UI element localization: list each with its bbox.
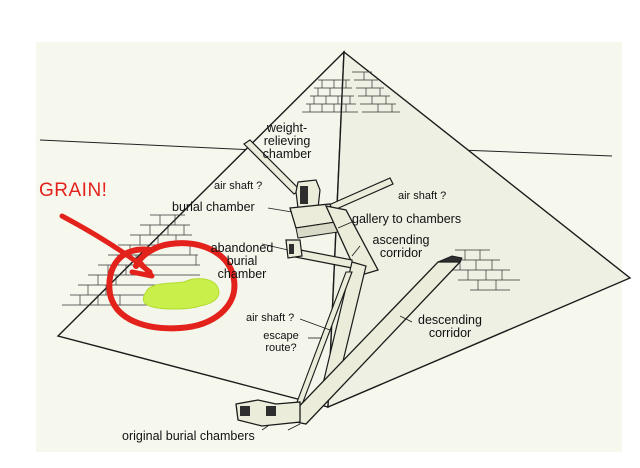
grain-annotation-label: GRAIN! bbox=[39, 180, 107, 202]
label-air-shaft-right: air shaft ? bbox=[398, 190, 446, 202]
label-air-shaft-lower: air shaft ? bbox=[246, 312, 294, 324]
horizon-line-left bbox=[40, 140, 255, 150]
label-descending-corridor: descending corridor bbox=[408, 314, 492, 340]
label-burial-chamber: burial chamber bbox=[172, 201, 255, 214]
red-arrow-shaft bbox=[62, 216, 150, 272]
label-weight-relieving-chamber: weight- relieving chamber bbox=[252, 122, 322, 161]
label-escape-route: escape route? bbox=[256, 330, 306, 354]
label-original-burial-chambers: original burial chambers bbox=[122, 430, 255, 443]
label-abandoned-burial-chamber: abandoned burial chamber bbox=[206, 242, 278, 281]
label-gallery-to-chambers: gallery to chambers bbox=[352, 213, 461, 226]
horizon-line-right bbox=[460, 150, 612, 156]
label-air-shaft-left: air shaft ? bbox=[214, 180, 262, 192]
label-ascending-corridor: ascending corridor bbox=[366, 234, 436, 260]
